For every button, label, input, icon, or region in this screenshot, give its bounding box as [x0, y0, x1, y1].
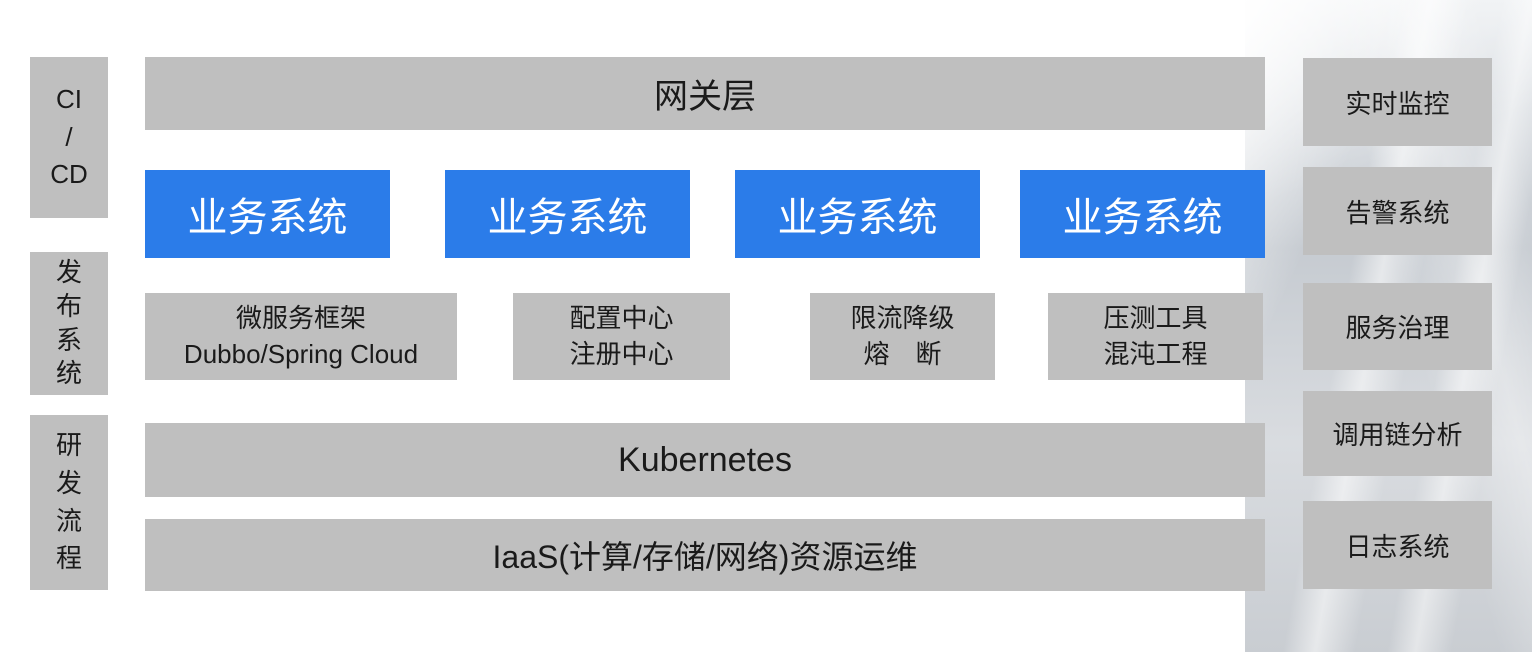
- monitoring-label: 实时监控: [1345, 88, 1450, 119]
- right-rail-trace-analysis-box: 调用链分析: [1303, 391, 1492, 476]
- business-system-box-4: 业务系统: [1020, 170, 1265, 258]
- rate-limit-line: 限流降级: [850, 303, 955, 334]
- microservice-framework-box: 微服务框架 Dubbo/Spring Cloud: [145, 293, 457, 380]
- iaas-layer-box: IaaS(计算/存储/网络)资源运维: [145, 519, 1265, 591]
- microservice-framework-line2: Dubbo/Spring Cloud: [183, 338, 419, 369]
- registry-center-line: 注册中心: [569, 338, 674, 369]
- log-system-label: 日志系统: [1345, 531, 1450, 562]
- stress-test-line: 压测工具: [1103, 303, 1208, 334]
- right-rail-service-governance-box: 服务治理: [1303, 283, 1492, 370]
- alerting-label: 告警系统: [1345, 197, 1450, 228]
- release-system-char: 发: [55, 256, 82, 287]
- left-rail-dev-process-box: 研 发 流 程: [30, 415, 108, 590]
- config-center-line: 配置中心: [569, 303, 674, 334]
- right-rail-log-system-box: 日志系统: [1303, 501, 1492, 589]
- config-registry-center-box: 配置中心 注册中心: [513, 293, 730, 380]
- business-system-box-3: 业务系统: [735, 170, 980, 258]
- release-system-char: 布: [55, 290, 82, 321]
- business-system-label: 业务系统: [1062, 196, 1223, 240]
- release-system-char: 系: [55, 324, 82, 355]
- dev-process-char: 流: [55, 505, 82, 536]
- stress-test-chaos-box: 压测工具 混沌工程: [1048, 293, 1263, 380]
- trace-analysis-label: 调用链分析: [1332, 420, 1463, 450]
- right-rail-monitoring-box: 实时监控: [1303, 58, 1492, 146]
- right-rail-alerting-box: 告警系统: [1303, 167, 1492, 255]
- business-system-box-1: 业务系统: [145, 170, 390, 258]
- cicd-line: CD: [50, 159, 88, 190]
- dev-process-char: 研: [55, 430, 82, 461]
- dev-process-char: 发: [55, 467, 82, 498]
- left-rail-release-system-box: 发 布 系 统: [30, 252, 108, 395]
- dev-process-char: 程: [55, 543, 82, 574]
- cicd-line: /: [65, 121, 73, 152]
- release-system-char: 统: [55, 358, 82, 389]
- business-system-label: 业务系统: [487, 196, 648, 240]
- gateway-layer-box: 网关层: [145, 57, 1265, 130]
- left-rail-cicd-box: CI / CD: [30, 57, 108, 218]
- kubernetes-label: Kubernetes: [618, 440, 792, 479]
- service-governance-label: 服务治理: [1345, 313, 1450, 343]
- rate-limit-circuit-breaker-box: 限流降级 熔 断: [810, 293, 995, 380]
- kubernetes-layer-box: Kubernetes: [145, 423, 1265, 497]
- microservice-framework-line1: 微服务框架: [235, 303, 366, 334]
- circuit-breaker-line: 熔 断: [863, 338, 942, 369]
- business-system-label: 业务系统: [187, 196, 348, 240]
- business-system-label: 业务系统: [777, 196, 938, 240]
- cicd-line: CI: [56, 83, 82, 114]
- iaas-label: IaaS(计算/存储/网络)资源运维: [492, 539, 918, 575]
- gateway-layer-label: 网关层: [654, 78, 756, 116]
- business-system-box-2: 业务系统: [445, 170, 690, 258]
- chaos-engineering-line: 混沌工程: [1103, 338, 1208, 369]
